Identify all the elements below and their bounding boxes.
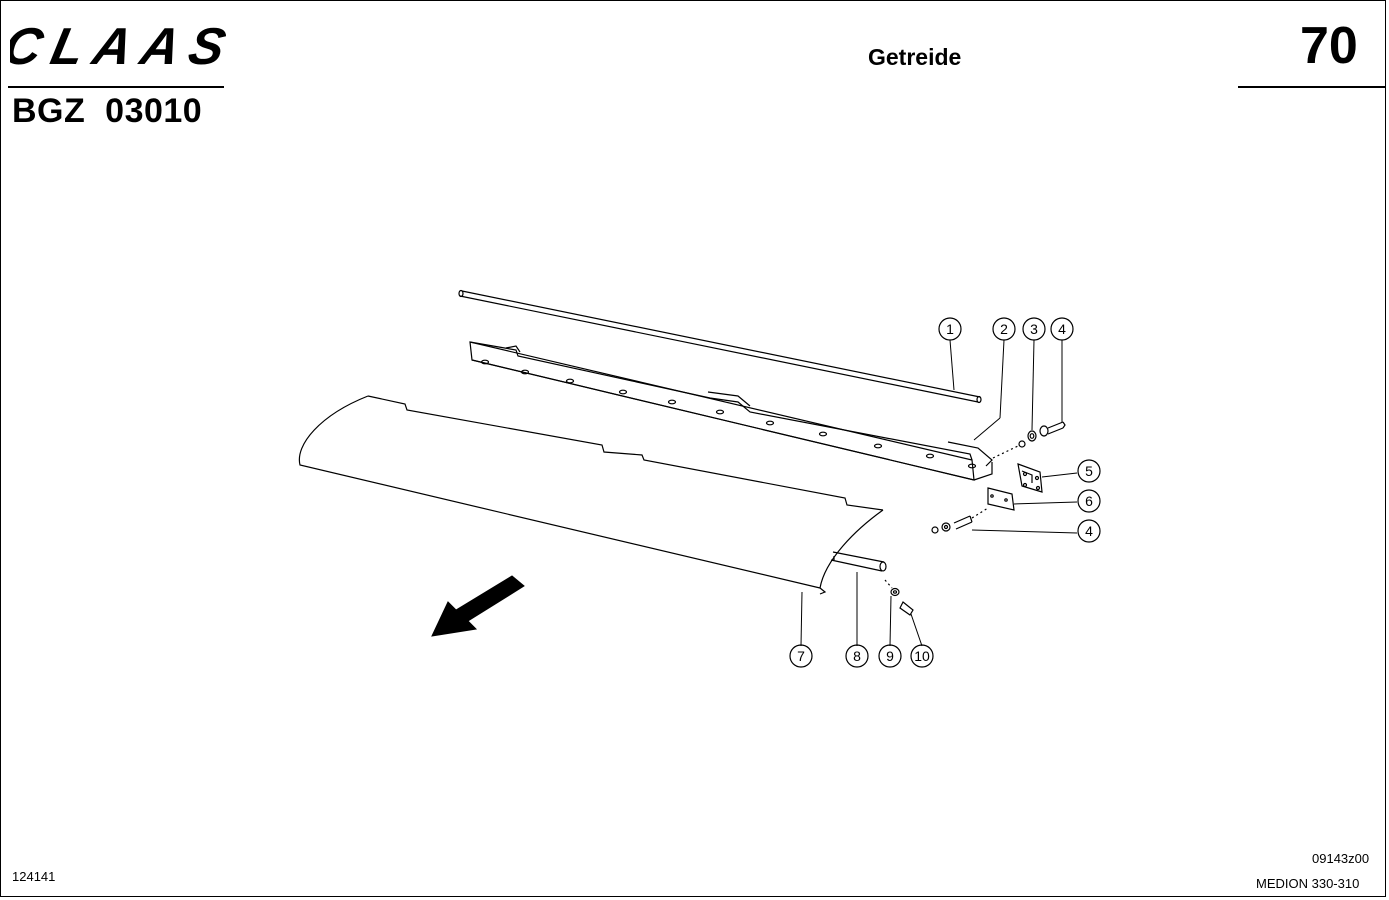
callout-9: 9	[886, 648, 894, 664]
part-fasteners-lower	[931, 507, 989, 534]
claas-logo: CLAAS	[10, 20, 230, 70]
svg-text:CLAAS: CLAAS	[10, 20, 230, 70]
callout-10: 10	[914, 648, 930, 664]
callout-1: 1	[946, 321, 954, 337]
part-rod	[458, 289, 982, 404]
part-bracket	[1017, 463, 1043, 493]
callout-6: 6	[1085, 493, 1093, 509]
category-title: Getreide	[868, 44, 962, 70]
callout-7: 7	[797, 648, 805, 664]
callout-8: 8	[853, 648, 861, 664]
leader-lines	[800, 339, 1078, 647]
callout-circles	[789, 317, 1101, 668]
header-rule-right	[1238, 86, 1386, 88]
section-code: BGZ 03010	[12, 92, 203, 130]
callout-4-upper: 4	[1058, 321, 1066, 337]
model-name: MEDION 330-310	[1256, 876, 1360, 891]
callout-3: 3	[1030, 321, 1038, 337]
page-number: 70	[1300, 17, 1358, 75]
part-tube	[830, 551, 887, 572]
callout-5: 5	[1085, 463, 1093, 479]
part-cover	[298, 395, 884, 595]
callout-4-lower: 4	[1085, 523, 1093, 539]
part-fasteners-upper	[992, 421, 1066, 459]
part-plate	[987, 487, 1015, 511]
part-rail	[469, 341, 993, 481]
parts-diagram: 1 2 3 4 5 6 4 7 8 9 10	[298, 289, 1101, 668]
header-rule-left	[8, 86, 224, 88]
drawing-code: 09143z00	[1312, 851, 1370, 866]
doc-number: 124141	[12, 869, 56, 884]
callout-2: 2	[1000, 321, 1008, 337]
part-washer-bolt	[884, 579, 914, 616]
direction-arrow	[431, 575, 525, 637]
